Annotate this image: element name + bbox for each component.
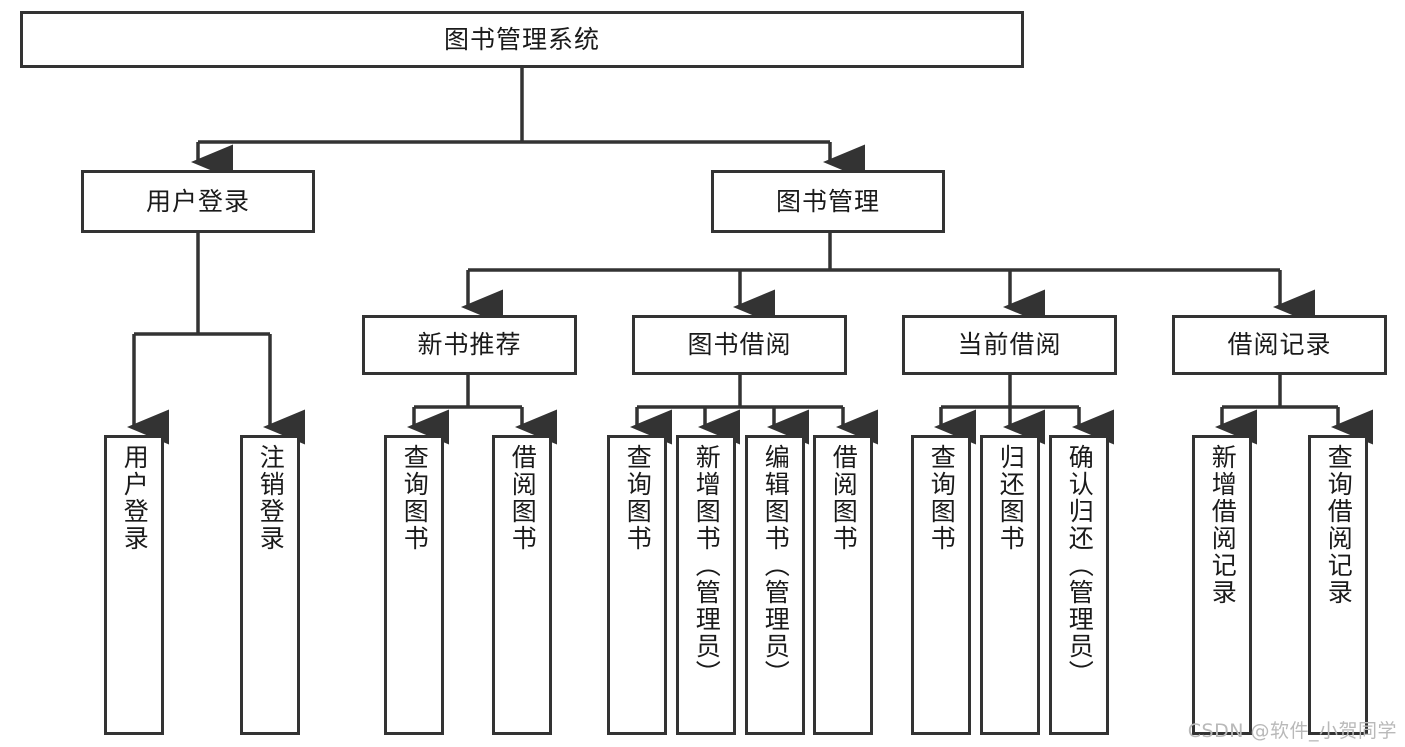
node-book-management-label: 图书管理 <box>775 186 880 216</box>
leaf-current-borrow-return-label: 归还图书 <box>996 444 1026 552</box>
leaf-current-borrow-confirm[interactable]: 确认归还（管理员） <box>1049 435 1109 735</box>
leaf-book-borrow-edit[interactable]: 编辑图书（管理员） <box>745 435 805 735</box>
node-user-login[interactable]: 用户登录 <box>81 170 315 233</box>
leaf-new-book-query[interactable]: 查询图书 <box>384 435 444 735</box>
node-new-book-recommend[interactable]: 新书推荐 <box>362 315 577 375</box>
node-user-login-label: 用户登录 <box>145 186 250 216</box>
leaf-book-borrow-lend[interactable]: 借阅图书 <box>813 435 873 735</box>
leaf-user-login-signout[interactable]: 注销登录 <box>240 435 300 735</box>
leaf-book-borrow-query-label: 查询图书 <box>623 444 653 552</box>
leaf-user-login-signin-label: 用户登录 <box>120 444 150 552</box>
node-borrow-record-label: 借阅记录 <box>1227 330 1332 360</box>
leaf-book-borrow-query[interactable]: 查询图书 <box>607 435 667 735</box>
leaf-user-login-signout-label: 注销登录 <box>256 444 286 552</box>
node-root-label: 图书管理系统 <box>443 24 600 54</box>
leaf-new-book-borrow[interactable]: 借阅图书 <box>492 435 552 735</box>
leaf-book-borrow-add[interactable]: 新增图书（管理员） <box>676 435 736 735</box>
leaf-borrow-record-query-label: 查询借阅记录 <box>1324 444 1354 606</box>
leaf-borrow-record-query[interactable]: 查询借阅记录 <box>1308 435 1368 735</box>
node-current-borrow-label: 当前借阅 <box>957 330 1062 360</box>
leaf-borrow-record-add[interactable]: 新增借阅记录 <box>1192 435 1252 735</box>
leaf-new-book-borrow-label: 借阅图书 <box>508 444 538 552</box>
leaf-book-borrow-edit-label: 编辑图书（管理员） <box>761 444 791 687</box>
leaf-current-borrow-query-label: 查询图书 <box>927 444 957 552</box>
node-borrow-record[interactable]: 借阅记录 <box>1172 315 1387 375</box>
leaf-book-borrow-lend-label: 借阅图书 <box>829 444 859 552</box>
leaf-new-book-query-label: 查询图书 <box>400 444 430 552</box>
leaf-current-borrow-query[interactable]: 查询图书 <box>911 435 971 735</box>
leaf-current-borrow-return[interactable]: 归还图书 <box>980 435 1040 735</box>
leaf-user-login-signin[interactable]: 用户登录 <box>104 435 164 735</box>
watermark-text: CSDN @软件_小贺同学 <box>1187 720 1397 742</box>
node-book-borrow[interactable]: 图书借阅 <box>632 315 847 375</box>
node-root[interactable]: 图书管理系统 <box>20 11 1024 68</box>
leaf-borrow-record-add-label: 新增借阅记录 <box>1208 444 1238 606</box>
leaf-current-borrow-confirm-label: 确认归还（管理员） <box>1065 444 1095 687</box>
node-new-book-recommend-label: 新书推荐 <box>417 330 522 360</box>
node-book-borrow-label: 图书借阅 <box>687 330 792 360</box>
node-book-management[interactable]: 图书管理 <box>711 170 945 233</box>
leaf-book-borrow-add-label: 新增图书（管理员） <box>692 444 722 687</box>
node-current-borrow[interactable]: 当前借阅 <box>902 315 1117 375</box>
